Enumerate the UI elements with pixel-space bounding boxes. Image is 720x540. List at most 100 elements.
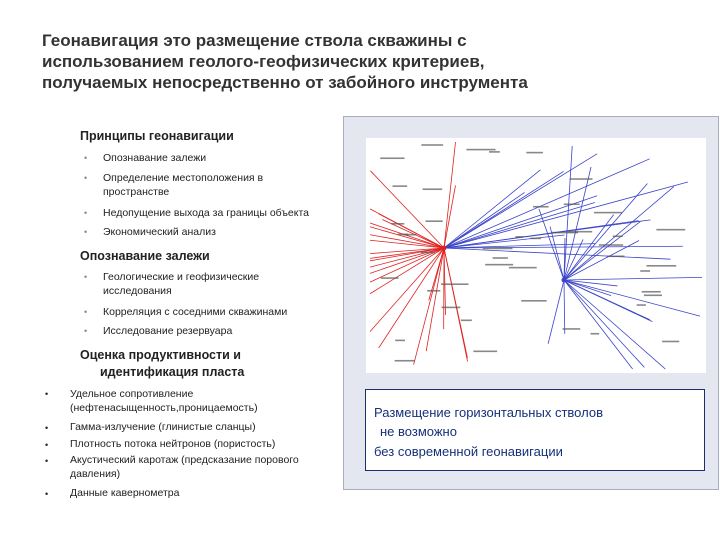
evaluation-line: Удельное сопротивление xyxy=(70,388,194,400)
well-label-mark xyxy=(425,220,443,223)
blue-well-trajectory xyxy=(443,219,651,249)
note-line-1: Размещение горизонтальных стволов xyxy=(374,405,603,420)
well-label-mark xyxy=(646,265,677,267)
red-well-trajectory xyxy=(413,247,445,365)
blue-well-trajectory xyxy=(563,279,653,322)
red-well-trajectory xyxy=(369,234,445,249)
bullet-icon: • xyxy=(84,173,88,183)
evaluation-heading-line-1: Оценка продуктивности и xyxy=(80,348,241,362)
blue-well-trajectory xyxy=(443,171,564,249)
well-label-mark xyxy=(403,233,417,236)
note-line-3: без современной геонавигации xyxy=(374,444,563,459)
well-label-mark xyxy=(427,289,441,292)
well-label-mark xyxy=(569,178,593,180)
red-well-trajectory xyxy=(369,247,445,283)
well-pad-marker xyxy=(441,245,447,251)
well-label-mark xyxy=(466,148,496,151)
evaluation-line: Плотность потока нейтронов (пористость) xyxy=(70,438,276,450)
well-label-mark xyxy=(440,283,469,286)
red-well-trajectory xyxy=(369,247,445,295)
well-label-mark xyxy=(489,151,500,153)
blue-well-trajectory xyxy=(563,279,618,287)
bullet-icon: • xyxy=(84,208,88,218)
well-label-mark xyxy=(598,244,624,246)
evaluation-line: Данные кавернометра xyxy=(70,487,180,499)
well-label-mark xyxy=(391,222,405,225)
principles-item: Экономический анализ xyxy=(103,226,216,238)
note-line-2: не возможно xyxy=(380,424,457,439)
well-label-mark xyxy=(533,205,549,208)
blue-well-trajectory xyxy=(563,214,615,281)
evaluation-heading-line-2: идентификация пласта xyxy=(100,365,245,379)
blue-well-trajectory xyxy=(563,279,566,334)
well-label-mark xyxy=(395,339,405,342)
blue-well-trajectory xyxy=(563,279,666,370)
well-label-mark xyxy=(460,319,472,322)
principles-item: пространстве xyxy=(103,186,170,198)
blue-well-trajectory xyxy=(563,221,641,281)
principles-heading: Принципы геонавигации xyxy=(80,129,234,143)
red-well-trajectory xyxy=(369,226,445,249)
well-label-mark xyxy=(473,350,498,353)
red-well-trajectory xyxy=(369,247,445,268)
red-well-trajectory xyxy=(443,185,456,249)
recognition-item: исследования xyxy=(103,285,172,297)
red-well-trajectory xyxy=(369,208,445,249)
blue-well-trajectory xyxy=(538,208,565,281)
well-trajectory-graphic xyxy=(369,141,703,370)
evaluation-line: Акустический каротаж (предсказание поров… xyxy=(70,454,299,466)
title-line-2: использованием геолого-геофизических кри… xyxy=(42,52,485,71)
blue-well-trajectory xyxy=(549,226,565,281)
blue-well-trajectory xyxy=(563,240,640,281)
well-label-mark xyxy=(562,328,581,330)
well-label-mark xyxy=(482,247,513,250)
blue-well-trajectory xyxy=(443,181,689,249)
well-label-mark xyxy=(612,235,623,238)
blue-well-trajectory xyxy=(443,192,525,249)
well-label-mark xyxy=(551,231,579,234)
well-label-mark xyxy=(656,228,686,231)
well-label-mark xyxy=(640,270,651,272)
well-label-mark xyxy=(441,306,461,309)
well-label-mark xyxy=(485,263,514,266)
well-label-mark xyxy=(636,304,646,306)
well-label-mark xyxy=(380,157,405,160)
bullet-icon: • xyxy=(45,456,49,466)
blue-well-trajectory xyxy=(443,158,650,249)
blue-well-trajectory xyxy=(443,243,596,249)
blue-well-trajectory xyxy=(563,166,592,281)
blue-well-trajectory xyxy=(443,169,541,249)
recognition-heading: Опознавание залежи xyxy=(80,249,210,263)
bullet-icon: • xyxy=(84,307,88,317)
well-label-mark xyxy=(420,251,435,254)
well-label-mark xyxy=(641,290,661,293)
well-label-mark xyxy=(530,237,542,240)
well-label-mark xyxy=(526,151,543,154)
well-label-mark xyxy=(380,277,399,279)
well-pad-marker xyxy=(561,277,567,283)
well-label-mark xyxy=(421,144,444,146)
blue-well-trajectory xyxy=(563,279,612,297)
well-label-mark xyxy=(492,257,508,259)
principles-item: Определение местоположения в xyxy=(103,172,264,184)
well-label-mark xyxy=(521,300,547,302)
title-line-1: Геонавигация это размещение ствола скваж… xyxy=(42,31,467,50)
blue-well-trajectory xyxy=(563,279,701,317)
recognition-item: Корреляция с соседними скважинами xyxy=(103,306,288,318)
well-label-mark xyxy=(606,255,625,258)
red-well-trajectory xyxy=(443,141,456,249)
red-well-trajectory xyxy=(369,247,445,259)
slide-title: Геонавигация это размещение ствола скваж… xyxy=(42,30,682,93)
bullet-icon: • xyxy=(84,153,88,163)
well-label-mark xyxy=(643,294,663,297)
red-well-trajectory xyxy=(369,239,445,249)
well-label-mark xyxy=(508,266,537,269)
well-label-mark xyxy=(662,340,680,343)
blue-well-trajectory xyxy=(563,279,645,368)
blue-well-trajectory xyxy=(563,146,573,281)
recognition-item: Геологические и геофизические xyxy=(103,271,260,283)
well-trajectory-map xyxy=(366,138,706,373)
red-well-trajectory xyxy=(369,222,445,249)
well-label-mark xyxy=(515,236,524,238)
bullet-icon: • xyxy=(45,440,49,450)
